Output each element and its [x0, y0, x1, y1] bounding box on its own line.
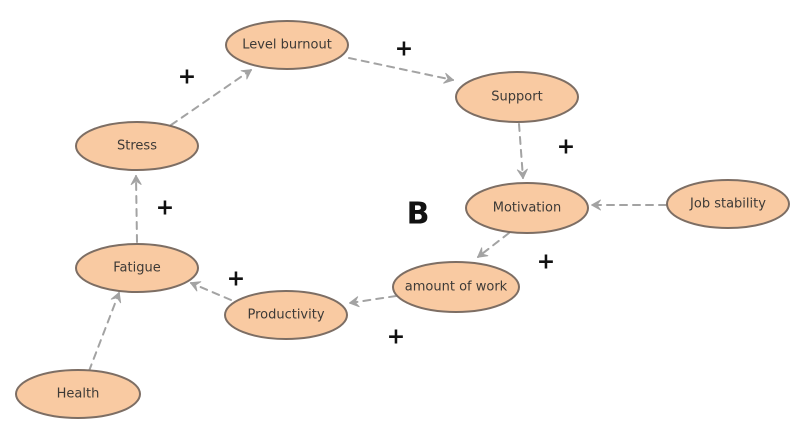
- edge-line: [477, 232, 510, 258]
- edge-line: [348, 57, 454, 84]
- edge-line: [516, 123, 528, 179]
- edge-stress-to-level-burnout: +: [170, 65, 252, 126]
- node-motivation[interactable]: Motivation: [465, 182, 589, 234]
- node-ellipse[interactable]: [465, 182, 589, 234]
- polarity-sign: +: [387, 325, 405, 350]
- polarity-sign: +: [395, 37, 413, 62]
- node-job-stability[interactable]: Job stability: [666, 179, 790, 229]
- edge-line: [349, 295, 397, 308]
- node-ellipse[interactable]: [666, 179, 790, 229]
- polarity-sign: +: [557, 135, 575, 160]
- node-support[interactable]: Support: [455, 71, 579, 123]
- edge-fatigue-to-stress: +: [130, 175, 174, 243]
- node-ellipse[interactable]: [392, 261, 520, 313]
- node-fatigue[interactable]: Fatigue: [75, 243, 199, 293]
- polarity-sign: +: [178, 65, 196, 90]
- edge-productivity-to-fatigue: +: [190, 267, 245, 301]
- edge-line: [130, 175, 142, 243]
- node-ellipse[interactable]: [455, 71, 579, 123]
- node-productivity[interactable]: Productivity: [224, 290, 348, 340]
- node-health[interactable]: Health: [15, 369, 141, 419]
- node-amount-of-work[interactable]: amount of work: [392, 261, 520, 313]
- polarity-sign: +: [227, 267, 245, 292]
- edge-level-burnout-to-support: +: [348, 37, 454, 84]
- node-ellipse[interactable]: [225, 20, 349, 70]
- edge-motivation-to-amount-of-work: +: [477, 232, 555, 275]
- node-ellipse[interactable]: [224, 290, 348, 340]
- edge-line: [88, 292, 122, 372]
- edge-line: [190, 281, 232, 301]
- edge-support-to-motivation: +: [516, 123, 575, 179]
- node-level-burnout[interactable]: Level burnout: [225, 20, 349, 70]
- node-ellipse[interactable]: [75, 243, 199, 293]
- edge-amount-of-work-to-productivity: +: [349, 295, 405, 350]
- polarity-sign: +: [537, 250, 555, 275]
- edge-line: [170, 69, 252, 126]
- polarity-sign: +: [156, 196, 174, 221]
- edge-health-to-fatigue: [88, 292, 122, 372]
- node-ellipse[interactable]: [15, 369, 141, 419]
- node-stress[interactable]: Stress: [75, 121, 199, 171]
- balancing-loop-label: B: [407, 197, 430, 232]
- node-ellipse[interactable]: [75, 121, 199, 171]
